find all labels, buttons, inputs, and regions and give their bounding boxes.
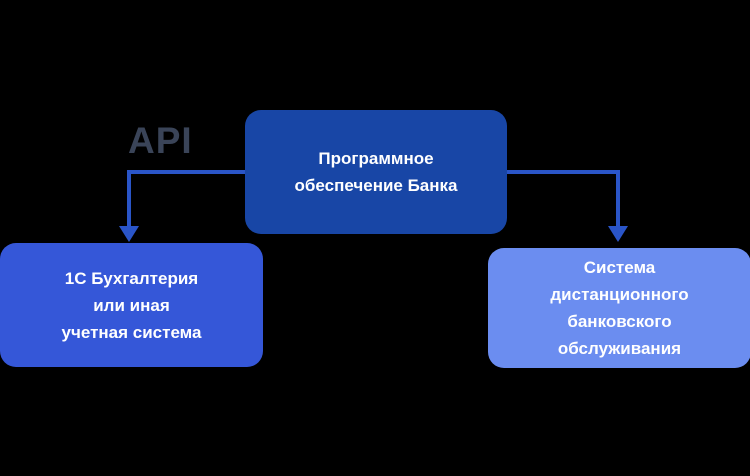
node-accounting-system-label: 1С Бухгалтерия или иная учетная система: [61, 268, 202, 342]
node-accounting-system: 1С Бухгалтерия или иная учетная система: [0, 243, 263, 367]
node-bank-software: Программное обеспечение Банка: [245, 110, 507, 234]
node-bank-software-label: Программное обеспечение Банка: [294, 149, 458, 195]
connector-left-arrowhead-icon: [119, 226, 139, 242]
connector-left: [127, 170, 246, 233]
connector-right-arrowhead-icon: [608, 226, 628, 242]
connector-right: [506, 170, 620, 233]
node-remote-banking-label: Система дистанционного банковского обслу…: [550, 258, 689, 358]
node-remote-banking: Система дистанционного банковского обслу…: [488, 248, 750, 368]
api-label: API: [128, 120, 193, 161]
